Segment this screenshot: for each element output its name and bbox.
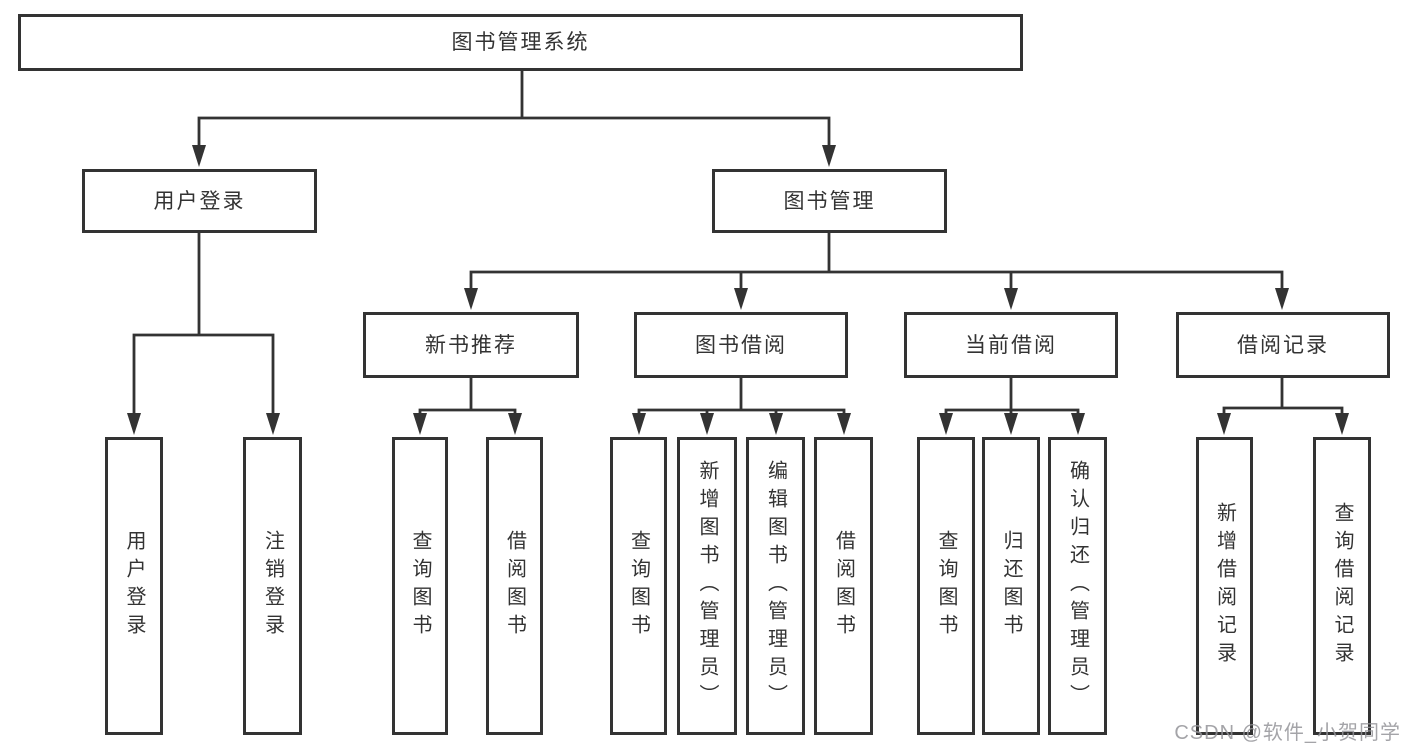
node-new-book-recommend: 新书推荐 <box>363 312 579 378</box>
leaf-logout: 注销登录 <box>243 437 302 735</box>
leaf-borrow-books-borrowing-label: 借阅图书 <box>832 530 855 642</box>
node-book-management-label: 图书管理 <box>783 189 876 213</box>
leaf-query-books-recommend-label: 查询图书 <box>409 530 431 642</box>
connector-root <box>192 71 836 167</box>
leaf-logout-label: 注销登录 <box>261 530 284 642</box>
leaf-add-book-admin-label: 新增图书（管理员） <box>696 460 718 712</box>
node-new-book-recommend-label: 新书推荐 <box>425 333 517 357</box>
node-book-borrowing: 图书借阅 <box>634 312 848 378</box>
node-current-borrowing-label: 当前借阅 <box>965 333 1057 357</box>
leaf-query-borrow-record: 查询借阅记录 <box>1313 437 1371 735</box>
node-library-system: 图书管理系统 <box>18 14 1023 71</box>
leaf-return-books-label: 归还图书 <box>1000 530 1022 642</box>
leaf-query-books-current-label: 查询图书 <box>935 530 957 642</box>
leaf-add-borrow-record-label: 新增借阅记录 <box>1213 502 1236 670</box>
leaf-query-books-borrowing: 查询图书 <box>610 437 667 735</box>
leaf-user-login-label: 用户登录 <box>123 530 145 642</box>
leaf-borrow-books-borrowing: 借阅图书 <box>814 437 873 735</box>
leaf-confirm-return-admin-label: 确认归还（管理员） <box>1066 460 1089 712</box>
connector-borrow-records <box>1217 378 1349 435</box>
leaf-add-borrow-record: 新增借阅记录 <box>1196 437 1253 735</box>
leaf-edit-book-admin-label: 编辑图书（管理员） <box>764 460 787 712</box>
node-borrow-records-label: 借阅记录 <box>1237 333 1329 357</box>
leaf-query-borrow-record-label: 查询借阅记录 <box>1331 502 1353 670</box>
leaf-borrow-books-recommend: 借阅图书 <box>486 437 543 735</box>
leaf-user-login: 用户登录 <box>105 437 163 735</box>
leaf-borrow-books-recommend-label: 借阅图书 <box>503 530 526 642</box>
connector-book-management <box>464 233 1289 310</box>
node-user-login-label: 用户登录 <box>153 189 246 213</box>
node-user-login: 用户登录 <box>82 169 317 233</box>
csdn-watermark: CSDN @软件_小贺同学 <box>1174 722 1401 744</box>
node-borrow-records: 借阅记录 <box>1176 312 1390 378</box>
leaf-query-books-current: 查询图书 <box>917 437 975 735</box>
leaf-edit-book-admin: 编辑图书（管理员） <box>746 437 805 735</box>
connector-user-login <box>127 233 280 435</box>
leaf-query-books-borrowing-label: 查询图书 <box>627 530 650 642</box>
node-current-borrowing: 当前借阅 <box>904 312 1118 378</box>
connector-new-book-recommend <box>413 378 522 435</box>
leaf-confirm-return-admin: 确认归还（管理员） <box>1048 437 1107 735</box>
node-book-management: 图书管理 <box>712 169 947 233</box>
connector-book-borrowing <box>632 378 851 435</box>
leaf-query-books-recommend: 查询图书 <box>392 437 448 735</box>
node-library-system-label: 图书管理系统 <box>451 31 590 54</box>
connector-current-borrowing <box>939 378 1085 435</box>
leaf-add-book-admin: 新增图书（管理员） <box>677 437 737 735</box>
leaf-return-books: 归还图书 <box>982 437 1040 735</box>
node-book-borrowing-label: 图书借阅 <box>695 333 787 357</box>
